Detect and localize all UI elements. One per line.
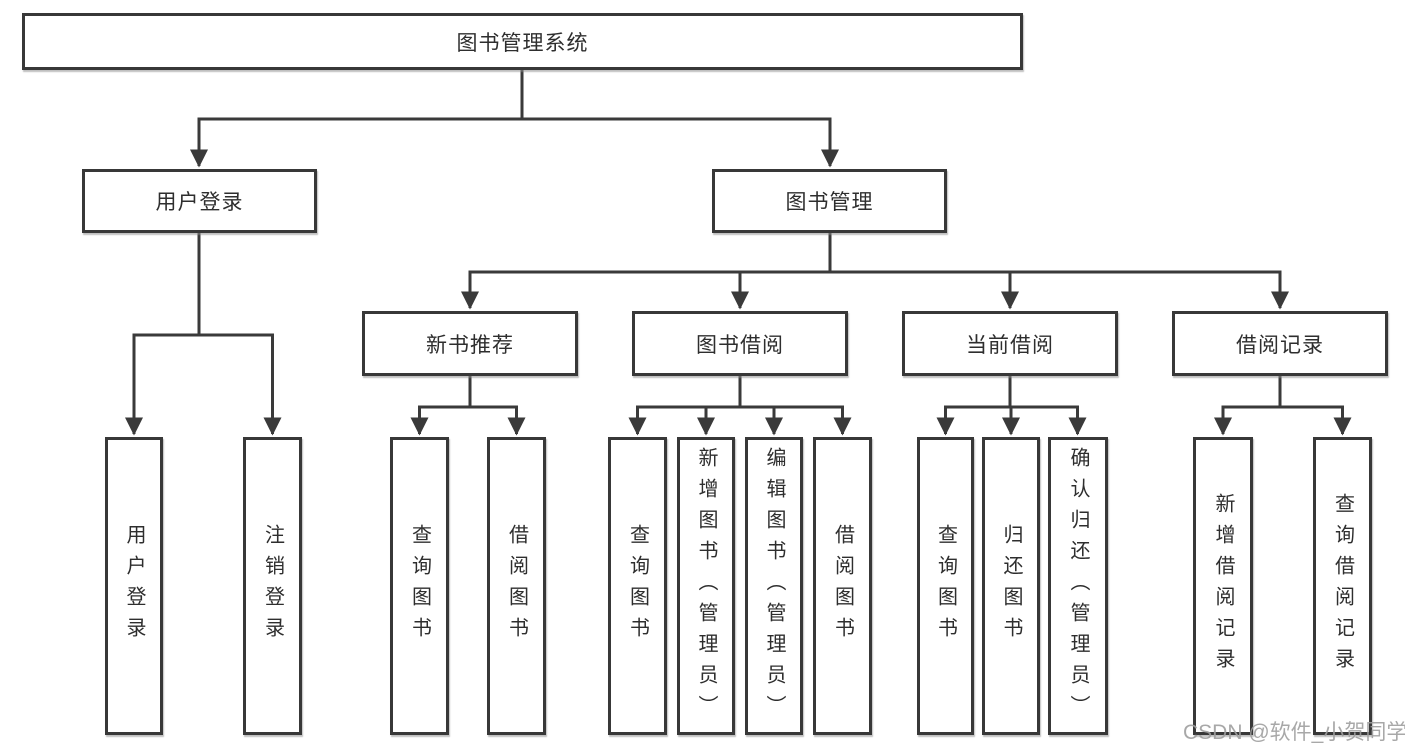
leaf-user-login: 用户登录: [105, 437, 163, 735]
leaf-label: 用户登录: [123, 524, 145, 648]
node-label: 当前借阅: [966, 333, 1054, 357]
node-label: 图书管理: [785, 191, 874, 214]
connector-trunks: [132, 68, 1344, 409]
node-user-login: 用户登录: [82, 169, 317, 233]
node-label: 图书管理系统: [456, 31, 589, 55]
leaf-newbook-query-books: 查询图书: [390, 437, 449, 735]
node-book-borrowing: 图书借阅: [632, 311, 848, 376]
leaf-label: 借阅图书: [505, 524, 528, 648]
node-current-borrowing: 当前借阅: [902, 311, 1118, 376]
leaf-records-query-borrow-record: 查询借阅记录: [1313, 437, 1372, 735]
leaf-label: 确认归还（管理员）: [1067, 446, 1089, 726]
leaf-label: 查询图书: [626, 524, 649, 648]
node-label: 新书推荐: [426, 333, 514, 357]
leaf-borrowing-query-books: 查询图书: [608, 437, 667, 735]
leaf-label: 新增图书（管理员）: [695, 446, 717, 726]
leaf-current-confirm-return-admin: 确认归还（管理员）: [1048, 437, 1108, 735]
leaf-label: 查询图书: [934, 524, 957, 648]
leaf-label: 借阅图书: [831, 524, 854, 648]
leaf-newbook-borrow-books: 借阅图书: [487, 437, 546, 735]
node-label: 用户登录: [155, 191, 244, 214]
leaf-borrowing-borrow-books: 借阅图书: [813, 437, 872, 735]
leaf-borrowing-edit-books-admin: 编辑图书（管理员）: [745, 437, 803, 735]
connector-arrows: [125, 119, 1352, 436]
leaf-logout: 注销登录: [243, 437, 302, 735]
node-label: 图书借阅: [696, 333, 784, 357]
node-book-management: 图书管理: [712, 169, 947, 233]
leaf-current-return-books: 归还图书: [982, 437, 1040, 735]
leaf-label: 编辑图书（管理员）: [763, 446, 785, 726]
node-label: 借阅记录: [1236, 333, 1324, 357]
leaf-label: 查询图书: [408, 524, 431, 648]
leaf-records-add-borrow-record: 新增借阅记录: [1193, 437, 1253, 735]
csdn-watermark: CSDN @软件_小贺同学: [1183, 721, 1405, 744]
node-new-book-recommendation: 新书推荐: [362, 311, 578, 376]
leaf-current-query-books: 查询图书: [917, 437, 974, 735]
node-borrowing-records: 借阅记录: [1172, 311, 1388, 376]
leaf-label: 新增借阅记录: [1212, 493, 1234, 679]
leaf-label: 归还图书: [1000, 524, 1022, 648]
leaf-label: 查询借阅记录: [1331, 493, 1354, 679]
node-library-management-system: 图书管理系统: [22, 13, 1023, 70]
leaf-label: 注销登录: [261, 524, 284, 648]
leaf-borrowing-add-books-admin: 新增图书（管理员）: [677, 437, 735, 735]
